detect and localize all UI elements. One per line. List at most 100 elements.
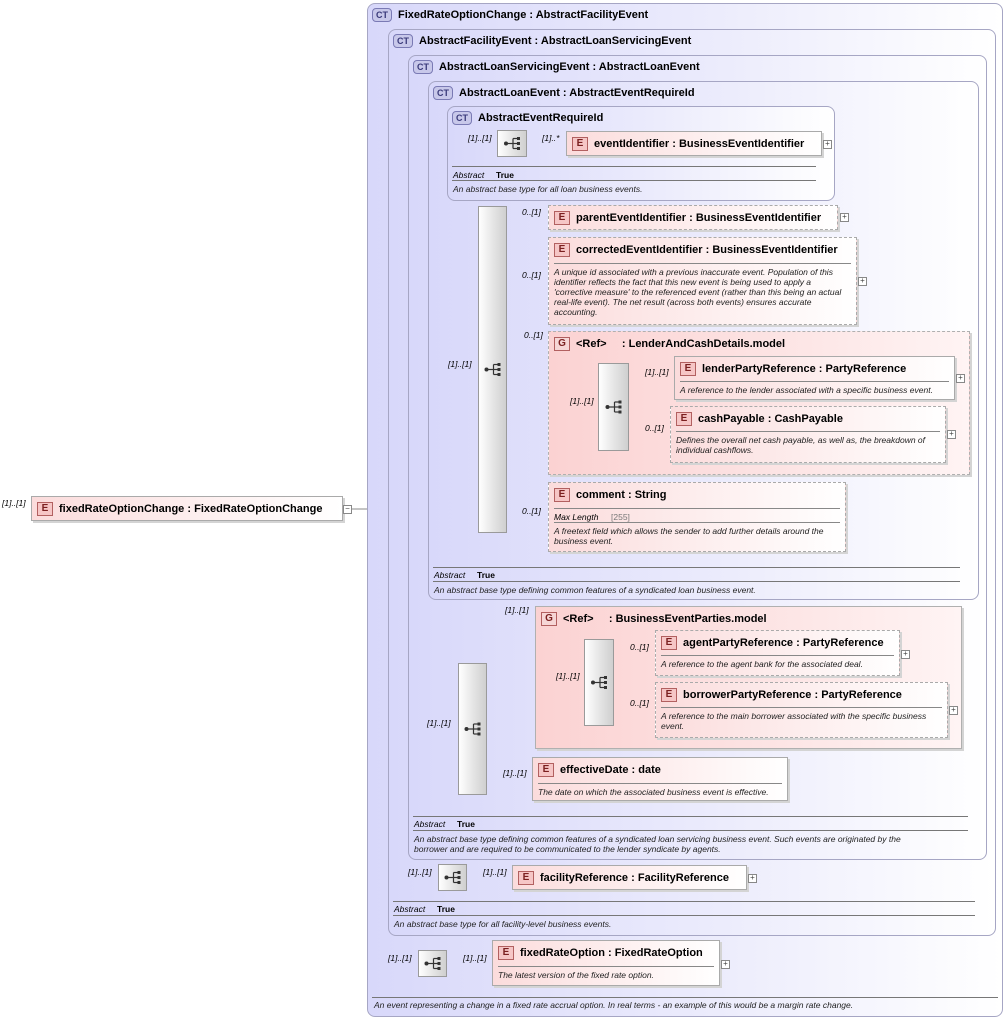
element-multiplicity: [1]..[1] bbox=[503, 768, 527, 778]
facet-value: [255] bbox=[611, 512, 630, 522]
element-description: A reference to the main borrower associa… bbox=[661, 711, 927, 731]
expand-icon[interactable]: + bbox=[947, 430, 956, 439]
sequence-compositor-icon[interactable] bbox=[478, 206, 507, 533]
sequence-compositor-icon[interactable] bbox=[497, 130, 527, 157]
facet-label: Max Length bbox=[554, 512, 599, 522]
annotation-value: True bbox=[437, 904, 455, 914]
element-badge: E bbox=[661, 636, 677, 650]
complex-type-description: An abstract base type defining common fe… bbox=[414, 834, 901, 854]
complex-type-description: An abstract base type for all loan busin… bbox=[453, 184, 643, 194]
expand-icon[interactable]: + bbox=[840, 213, 849, 222]
sequence-compositor-icon[interactable] bbox=[458, 663, 487, 795]
sequence-glyph bbox=[444, 871, 461, 884]
element-badge: E bbox=[676, 412, 692, 426]
sequence-multiplicity: [1]..[1] bbox=[468, 133, 492, 143]
expand-icon[interactable]: + bbox=[748, 874, 757, 883]
element-badge: E bbox=[572, 137, 588, 151]
annotation-label: Abstract bbox=[434, 570, 466, 580]
element-description: A unique id associated with a previous i… bbox=[554, 267, 842, 317]
complex-type-extension-icon: CT bbox=[372, 8, 392, 22]
sequence-glyph bbox=[591, 676, 607, 689]
element-badge: E bbox=[37, 502, 53, 516]
element-multiplicity: [1]..[1] bbox=[463, 953, 487, 963]
element-name: fixedRateOptionChange bbox=[59, 502, 185, 515]
sequence-compositor-icon[interactable] bbox=[418, 950, 447, 977]
element-badge: E bbox=[554, 488, 570, 502]
element-multiplicity: 0..[1] bbox=[645, 423, 664, 433]
complex-type-extension-icon: CT bbox=[433, 86, 453, 100]
sequence-compositor-icon[interactable] bbox=[438, 864, 467, 891]
element-description: A reference to the lender associated wit… bbox=[680, 385, 933, 395]
sequence-glyph bbox=[424, 957, 441, 970]
expand-icon[interactable]: + bbox=[949, 706, 958, 715]
annotation-label: Abstract bbox=[394, 904, 426, 914]
element-multiplicity: [1]..* bbox=[542, 133, 560, 143]
annotation-value: True bbox=[477, 570, 495, 580]
element-badge: E bbox=[554, 243, 570, 257]
sequence-multiplicity: [1]..[1] bbox=[408, 867, 432, 877]
complex-type-description: An abstract base type defining common fe… bbox=[434, 585, 756, 595]
group-multiplicity: 0..[1] bbox=[524, 330, 543, 340]
sequence-glyph bbox=[605, 400, 622, 414]
element-badge: E bbox=[680, 362, 696, 376]
element-multiplicity: 0..[1] bbox=[522, 506, 541, 516]
expand-icon[interactable]: + bbox=[956, 374, 965, 383]
sequence-glyph bbox=[464, 722, 481, 736]
complex-type-icon: CT bbox=[452, 111, 472, 125]
sequence-compositor-icon[interactable] bbox=[584, 639, 614, 726]
expand-icon[interactable]: + bbox=[721, 960, 730, 969]
element-multiplicity: [1]..[1] bbox=[645, 367, 669, 377]
element-multiplicity: 0..[1] bbox=[522, 270, 541, 280]
group-multiplicity: [1]..[1] bbox=[505, 605, 529, 615]
sequence-multiplicity: [1]..[1] bbox=[427, 718, 451, 728]
collapse-icon[interactable]: − bbox=[343, 505, 352, 514]
element-badge: E bbox=[538, 763, 554, 777]
root-multiplicity: [1]..[1] bbox=[2, 498, 26, 508]
element-badge: E bbox=[498, 946, 514, 960]
element-badge: E bbox=[554, 211, 570, 225]
sequence-glyph bbox=[484, 363, 501, 376]
complex-type-description: An abstract base type for all facility-l… bbox=[394, 919, 612, 929]
element-description: Defines the overall net cash payable, as… bbox=[676, 435, 926, 455]
sequence-multiplicity: [1]..[1] bbox=[556, 671, 580, 681]
complex-type-extension-icon: CT bbox=[393, 34, 413, 48]
expand-icon[interactable]: + bbox=[901, 650, 910, 659]
sequence-multiplicity: [1]..[1] bbox=[448, 359, 472, 369]
annotation-label: Abstract bbox=[414, 819, 446, 829]
annotation-value: True bbox=[457, 819, 475, 829]
annotation-label: Abstract bbox=[453, 170, 485, 180]
element-description: The latest version of the fixed rate opt… bbox=[498, 970, 654, 980]
element-description: A freetext field which allows the sender… bbox=[554, 526, 824, 546]
sequence-compositor-icon[interactable] bbox=[598, 363, 629, 451]
annotation-value: True bbox=[496, 170, 514, 180]
element-description: A reference to the agent bank for the as… bbox=[661, 659, 863, 669]
sequence-multiplicity: [1]..[1] bbox=[570, 396, 594, 406]
sequence-multiplicity: [1]..[1] bbox=[388, 953, 412, 963]
element-multiplicity: 0..[1] bbox=[522, 207, 541, 217]
element-badge: E bbox=[661, 688, 677, 702]
expand-icon[interactable]: + bbox=[858, 277, 867, 286]
complex-type-extension-icon: CT bbox=[413, 60, 433, 74]
expand-icon[interactable]: + bbox=[823, 140, 832, 149]
element-badge: E bbox=[518, 871, 534, 885]
element-multiplicity: 0..[1] bbox=[630, 642, 649, 652]
element-multiplicity: [1]..[1] bbox=[483, 867, 507, 877]
sequence-glyph bbox=[504, 137, 520, 150]
